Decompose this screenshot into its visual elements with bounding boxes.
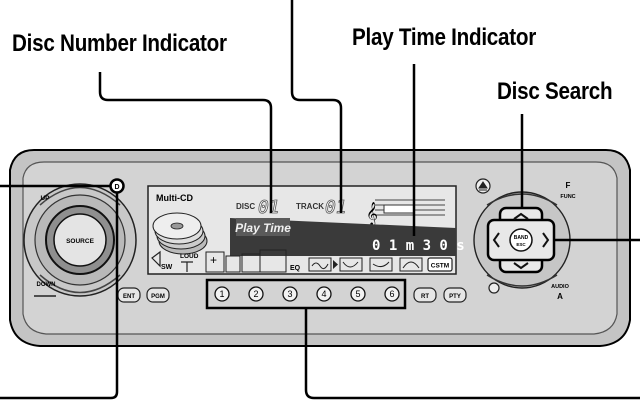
eq-box-1 — [205, 251, 225, 273]
source-knob[interactable] — [23, 183, 137, 297]
band-esc-button[interactable] — [509, 228, 533, 252]
preset-button-5[interactable] — [350, 286, 366, 302]
leader-disc-number — [98, 72, 273, 213]
ent-label: ENT — [123, 294, 135, 300]
preset-label-4: 4 — [321, 289, 326, 299]
loud-icon — [181, 261, 193, 272]
leader-d-button-bottom — [0, 193, 119, 400]
sw-label: SW — [161, 264, 173, 271]
func-label: FUNC — [560, 194, 575, 200]
eq-label: EQ — [290, 265, 301, 272]
play-time-box — [236, 218, 290, 236]
speaker-icon — [151, 250, 161, 268]
cstm-label: CSTM — [431, 263, 449, 270]
multi-cd-label: Multi-CD — [156, 193, 193, 203]
rt-button[interactable] — [413, 287, 437, 303]
disc-value: 01 — [258, 197, 280, 218]
band-label: BAND — [514, 235, 529, 241]
arrow-left-icon[interactable] — [492, 232, 500, 248]
leader-track — [290, 0, 343, 213]
pgm-label: PGM — [151, 294, 165, 300]
preset-button-2[interactable] — [248, 286, 264, 302]
arrow-up-icon[interactable] — [513, 212, 529, 220]
d-button[interactable] — [109, 178, 125, 194]
source-label: SOURCE — [66, 238, 94, 245]
d-label: D — [114, 184, 119, 191]
preset-label-6: 6 — [389, 289, 394, 299]
disc-label: DISC — [236, 202, 255, 211]
preset-button-4[interactable] — [316, 286, 332, 302]
disc-stack-icon — [152, 212, 208, 255]
preset-label-5: 5 — [355, 289, 360, 299]
pgm-button[interactable] — [146, 287, 170, 303]
loud-label: LOUD — [180, 253, 199, 260]
time-value: 0 1 m 3 0 s — [372, 238, 465, 254]
callout-play-time: Play Time Indicator — [352, 24, 536, 51]
cstm-box — [427, 257, 453, 272]
arrow-down-icon[interactable] — [513, 262, 529, 270]
eject-icon — [478, 181, 488, 191]
eq-box-2 — [225, 255, 241, 273]
esc-label: ESC — [516, 242, 526, 247]
plus-label: + — [210, 253, 217, 267]
preset-label-3: 3 — [287, 289, 292, 299]
up-label: UP — [40, 195, 50, 202]
pty-button[interactable] — [443, 287, 467, 303]
arrow-right-icon[interactable] — [542, 232, 550, 248]
callout-disc-search: Disc Search — [497, 78, 613, 105]
track-label: TRACK — [296, 202, 324, 211]
preset-label-1: 1 — [219, 289, 224, 299]
rt-label: RT — [421, 294, 429, 300]
f-label: F — [566, 181, 571, 190]
play-time-label: Play Time — [235, 221, 291, 235]
down-label: DOWN — [37, 282, 56, 288]
indicator-button[interactable] — [488, 282, 500, 294]
callout-disc-number: Disc Number Indicator — [12, 30, 227, 57]
music-note-icon: 𝄞 — [366, 201, 378, 226]
eq-curve-buttons — [308, 257, 423, 272]
preset-buttons: 1 2 3 4 5 6 — [214, 286, 400, 302]
eq-box-4 — [259, 249, 287, 273]
preset-button-3[interactable] — [282, 286, 298, 302]
a-label: A — [557, 292, 563, 301]
track-value: 01 — [325, 197, 347, 218]
preset-label-2: 2 — [253, 289, 258, 299]
pty-label: PTY — [449, 294, 461, 300]
preset-button-1[interactable] — [214, 286, 230, 302]
preset-button-6[interactable] — [384, 286, 400, 302]
leader-presets — [304, 308, 640, 400]
audio-label: AUDIO — [551, 284, 569, 290]
